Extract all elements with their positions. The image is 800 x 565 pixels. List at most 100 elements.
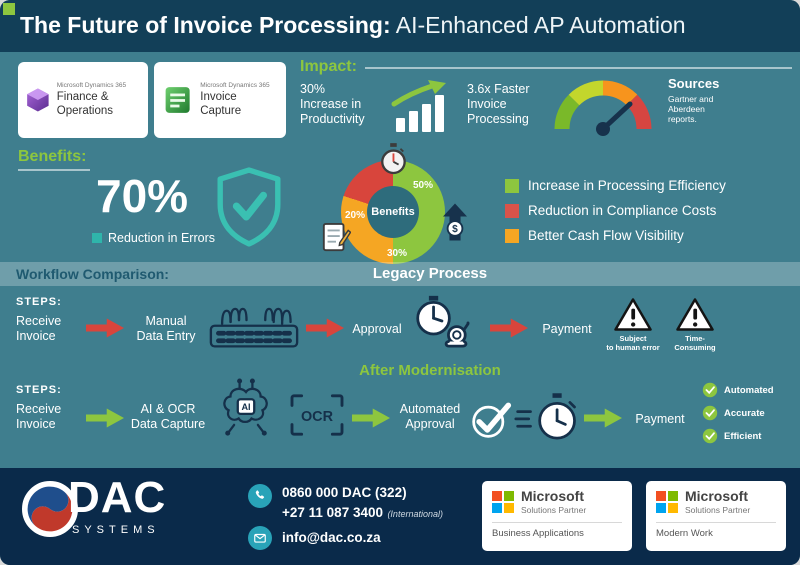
donut-label-orange: 30% bbox=[387, 248, 408, 259]
ocr-icon: OCR bbox=[290, 394, 344, 436]
legacy-step-receive: Receive Invoice bbox=[16, 314, 62, 343]
corner-accent bbox=[3, 3, 15, 15]
benefits-underline bbox=[18, 169, 90, 171]
modern-benefits-checks: Automated Accurate Efficient bbox=[702, 382, 774, 451]
modern-step-approval: Automated Approval bbox=[399, 402, 461, 431]
red-arrow-icon bbox=[86, 318, 124, 338]
product-card-finance: Microsoft Dynamics 365 Finance & Operati… bbox=[18, 62, 148, 138]
partner-brand: Microsoft bbox=[521, 488, 584, 504]
modern-step-receive: Receive Invoice bbox=[16, 402, 62, 431]
partner-brand: Microsoft bbox=[685, 488, 748, 504]
legacy-step-approval: Approval bbox=[352, 322, 402, 336]
red-arrow-icon bbox=[490, 318, 528, 338]
ai-chip-label: AI bbox=[241, 402, 250, 412]
phone-icon bbox=[248, 484, 272, 508]
check-label: Efficient bbox=[724, 430, 762, 442]
benefits-stat-label: Reduction in Errors bbox=[108, 231, 215, 245]
warning-triangle-icon bbox=[676, 298, 714, 331]
shield-check-icon bbox=[217, 167, 281, 247]
donut-label-red: 20% bbox=[345, 210, 366, 221]
modern-steps-label: STEPS: bbox=[16, 384, 62, 396]
email-icon bbox=[248, 526, 272, 550]
impact-stat-speed: 3.6x Faster Invoice Processing bbox=[467, 82, 530, 126]
impact-divider bbox=[365, 67, 792, 69]
partner-card-modern-work: Microsoft Solutions Partner Modern Work bbox=[646, 481, 786, 551]
workflow-heading: Workflow Comparison: bbox=[16, 266, 169, 282]
sources-title: Sources bbox=[668, 76, 720, 91]
teal-square-bullet bbox=[92, 233, 102, 243]
legend-item: Better Cash Flow Visibility bbox=[505, 228, 726, 243]
benefits-heading: Benefits: bbox=[18, 148, 87, 165]
microsoft-logo bbox=[492, 491, 514, 513]
warning-triangle-icon bbox=[614, 298, 652, 331]
ai-brain-icon: AI bbox=[223, 378, 268, 436]
check-label: Automated bbox=[724, 384, 774, 396]
clock-snail-icon bbox=[416, 295, 470, 348]
legacy-steps-label: STEPS: bbox=[16, 296, 62, 308]
legend-swatch-green bbox=[505, 178, 519, 193]
header: The Future of Invoice Processing: AI-Enh… bbox=[0, 0, 800, 52]
green-arrow-icon bbox=[352, 408, 390, 428]
sources-body: Gartner and Aberdeen reports. bbox=[668, 94, 714, 125]
product-card-invoice: Microsoft Dynamics 365 Invoice Capture bbox=[154, 62, 286, 138]
dac-logo bbox=[22, 481, 78, 537]
after-modernisation-title: After Modernisation bbox=[359, 362, 501, 379]
bar-chart-growth-icon bbox=[391, 80, 446, 132]
legend-label: Reduction in Compliance Costs bbox=[528, 203, 717, 218]
ocr-label: OCR bbox=[301, 409, 334, 425]
partner-card-top: Microsoft Solutions Partner bbox=[656, 489, 776, 515]
impact-stat-productivity: 30% Increase in Productivity bbox=[300, 82, 365, 126]
legend-item: Reduction in Compliance Costs bbox=[505, 203, 726, 218]
modern-step-payment: Payment bbox=[635, 412, 685, 426]
green-check-icon bbox=[702, 405, 718, 421]
legend-label: Better Cash Flow Visibility bbox=[528, 228, 684, 243]
keyboard-typing-icon bbox=[209, 307, 299, 348]
dynamics-finance-icon bbox=[27, 88, 49, 112]
warning-label: Subject to human error bbox=[606, 334, 660, 352]
warning-human-error: Subject to human error bbox=[602, 296, 664, 353]
phone-number-2: +27 11 087 3400 bbox=[282, 505, 383, 520]
workflow-band bbox=[0, 262, 800, 286]
green-check-icon bbox=[702, 382, 718, 398]
product-name: Finance & Operations bbox=[56, 90, 114, 117]
partner-card-top: Microsoft Solutions Partner bbox=[492, 489, 622, 515]
check-label: Accurate bbox=[724, 407, 765, 419]
benefits-stat-label-row: Reduction in Errors bbox=[92, 231, 215, 245]
red-arrow-icon bbox=[306, 318, 344, 338]
check-item: Automated bbox=[702, 382, 774, 398]
product-name: Invoice Capture bbox=[200, 90, 242, 117]
check-badge-icon bbox=[472, 402, 512, 438]
dollar-arrow-icon: $ bbox=[443, 203, 467, 241]
phone-number-1: 0860 000 DAC (322) bbox=[282, 485, 407, 500]
green-arrow-icon bbox=[86, 408, 124, 428]
legacy-step-manual-entry: Manual Data Entry bbox=[136, 314, 196, 343]
legend-label: Increase in Processing Efficiency bbox=[528, 178, 726, 193]
legacy-step-payment: Payment bbox=[542, 322, 592, 336]
page-title-bold: The Future of Invoice Processing: bbox=[20, 12, 391, 38]
dac-logo-text: DAC bbox=[68, 473, 167, 522]
phone-number-2-row: +27 11 087 3400 (International) bbox=[282, 504, 443, 522]
workflow-section: Workflow Comparison: Legacy Process STEP… bbox=[0, 262, 800, 468]
green-check-icon bbox=[702, 428, 718, 444]
dynamics-invoice-icon bbox=[165, 87, 190, 113]
partner-subtitle: Solutions Partner bbox=[685, 505, 751, 515]
partner-area: Business Applications bbox=[492, 522, 622, 539]
microsoft-logo bbox=[656, 491, 678, 513]
dac-logo-subtext: SYSTEMS bbox=[72, 524, 160, 536]
green-arrow-icon bbox=[584, 408, 622, 428]
benefits-section: Benefits: 70% Reduction in Errors Benefi… bbox=[0, 143, 800, 264]
stopwatch-icon bbox=[381, 143, 406, 175]
product-brand: Microsoft Dynamics 365 bbox=[200, 81, 270, 89]
benefits-donut-chart: Benefits 50% 30% 20% $ bbox=[322, 143, 467, 264]
warning-time-consuming: Time- Consuming bbox=[666, 296, 724, 353]
warning-label: Time- Consuming bbox=[674, 334, 716, 352]
partner-card-business-applications: Microsoft Solutions Partner Business App… bbox=[482, 481, 632, 551]
donut-center-label: Benefits bbox=[367, 186, 419, 238]
footer: DAC SYSTEMS 0860 000 DAC (322) +27 11 08… bbox=[0, 468, 800, 565]
benefits-legend: Increase in Processing Efficiency Reduct… bbox=[505, 178, 726, 253]
legacy-process-title: Legacy Process bbox=[372, 265, 488, 282]
email-address: info@dac.co.za bbox=[282, 530, 381, 545]
product-cards: Microsoft Dynamics 365 Finance & Operati… bbox=[18, 60, 290, 140]
legend-item: Increase in Processing Efficiency bbox=[505, 178, 726, 193]
